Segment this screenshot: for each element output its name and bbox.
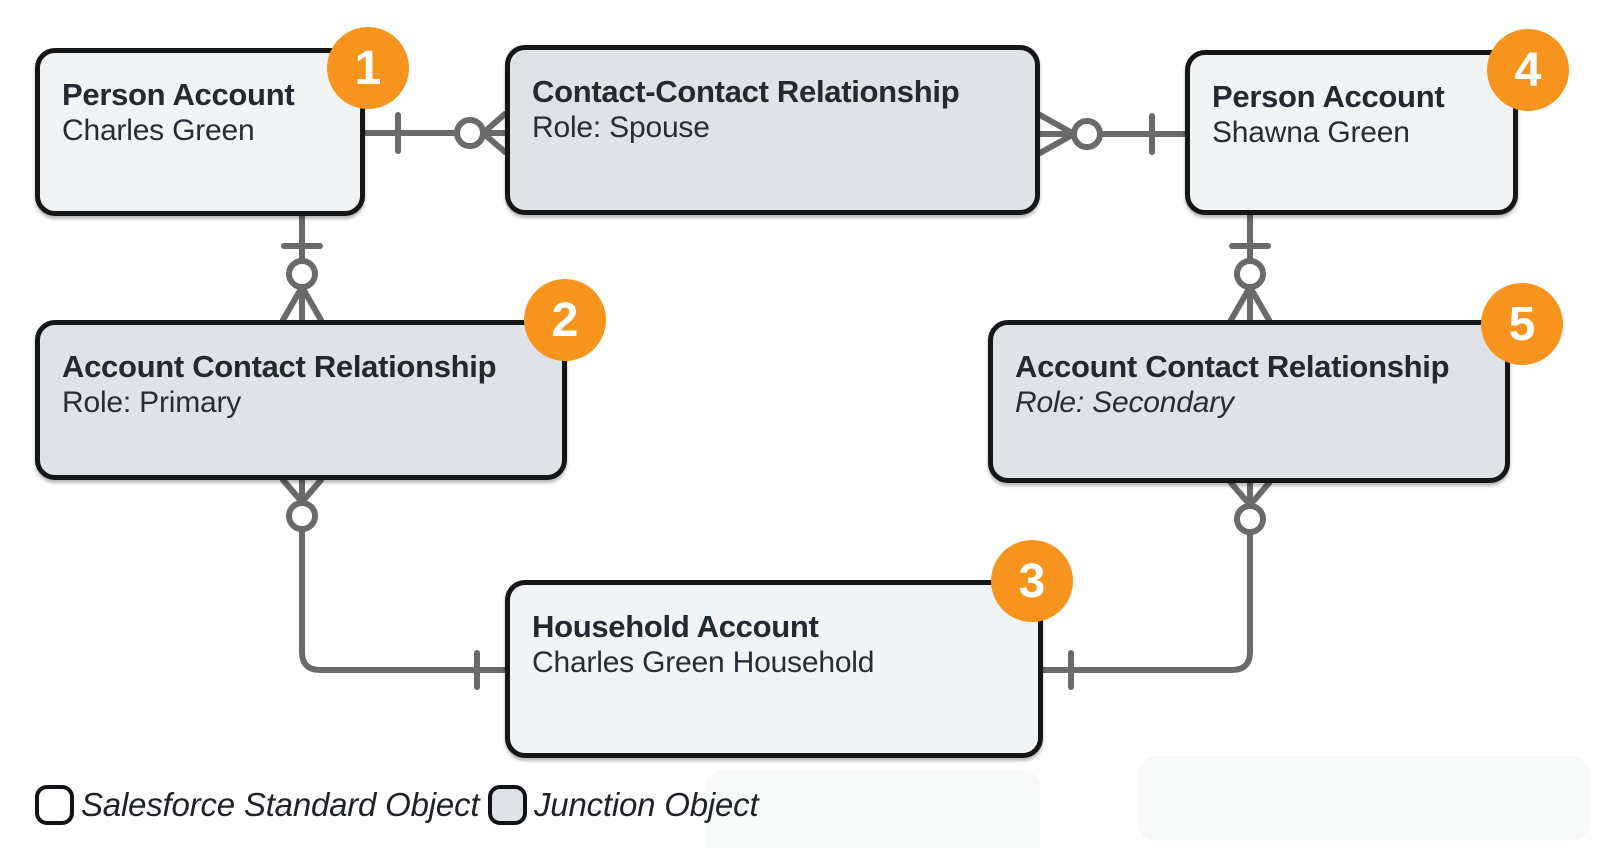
crow-foot [280,477,324,505]
connector-person1-to-contact-contact [362,111,508,155]
entity-account-contact-relationship-secondary: Account Contact Relationship Role: Secon… [988,320,1510,483]
entity-subtitle: Role: Secondary [1015,385,1234,419]
crow-foot [480,111,508,155]
zero-circle [286,258,318,290]
entity-title: Account Contact Relationship [1015,349,1450,384]
connector-contact-contact-to-person2 [1037,112,1188,156]
entity-contact-contact-relationship: Contact-Contact Relationship Role: Spous… [505,45,1040,215]
step-badge-3: 3 [991,540,1073,622]
legend-item-standard-object: Salesforce Standard Object [35,785,480,825]
entity-title: Person Account [62,77,295,112]
entity-subtitle: Charles Green [62,113,255,147]
zero-circle [1234,503,1266,535]
entity-title: Household Account [532,609,819,644]
entity-person-account-2: Person Account Shawna Green [1185,50,1518,215]
entity-household-account: Household Account Charles Green Househol… [505,580,1043,758]
connector-acr-primary-to-household [280,477,508,690]
connector-person2-to-acr-secondary [1228,212,1272,323]
zero-circle [1071,118,1103,150]
legend-item-junction-object: Junction Object [488,785,759,825]
entity-title: Contact-Contact Relationship [532,74,960,109]
crow-foot [1228,284,1272,323]
entity-subtitle: Shawna Green [1212,115,1410,149]
background-panel-right [1138,756,1590,840]
entity-subtitle: Charles Green Household [532,645,875,679]
zero-circle [454,117,486,149]
legend-label: Salesforce Standard Object [81,786,480,823]
entity-title: Person Account [1212,79,1445,114]
step-badge-2: 2 [524,279,606,361]
crow-foot [1037,112,1077,156]
junction-object-swatch [488,785,527,825]
crow-foot [1228,480,1272,508]
entity-account-contact-relationship-primary: Account Contact Relationship Role: Prima… [35,320,567,480]
zero-circle [1234,258,1266,290]
connector-acr-secondary-to-household [1040,480,1272,690]
step-badge-5: 5 [1481,283,1563,365]
standard-object-swatch [35,785,74,825]
zero-circle [286,500,318,532]
background-panel-left [705,770,1040,848]
step-number: 4 [1514,43,1542,97]
step-number: 5 [1508,297,1536,351]
entity-title: Account Contact Relationship [62,349,497,384]
step-number: 2 [551,293,579,347]
step-badge-1: 1 [327,27,409,109]
entity-subtitle: Role: Primary [62,385,242,419]
connector-person1-to-acr-primary [280,213,324,323]
legend-label: Junction Object [534,786,759,823]
step-number: 3 [1018,554,1046,608]
entity-subtitle: Role: Spouse [532,110,710,144]
step-badge-4: 4 [1487,29,1569,111]
entity-person-account-1: Person Account Charles Green [35,48,365,216]
step-number: 1 [354,41,382,95]
crow-foot [280,284,324,323]
